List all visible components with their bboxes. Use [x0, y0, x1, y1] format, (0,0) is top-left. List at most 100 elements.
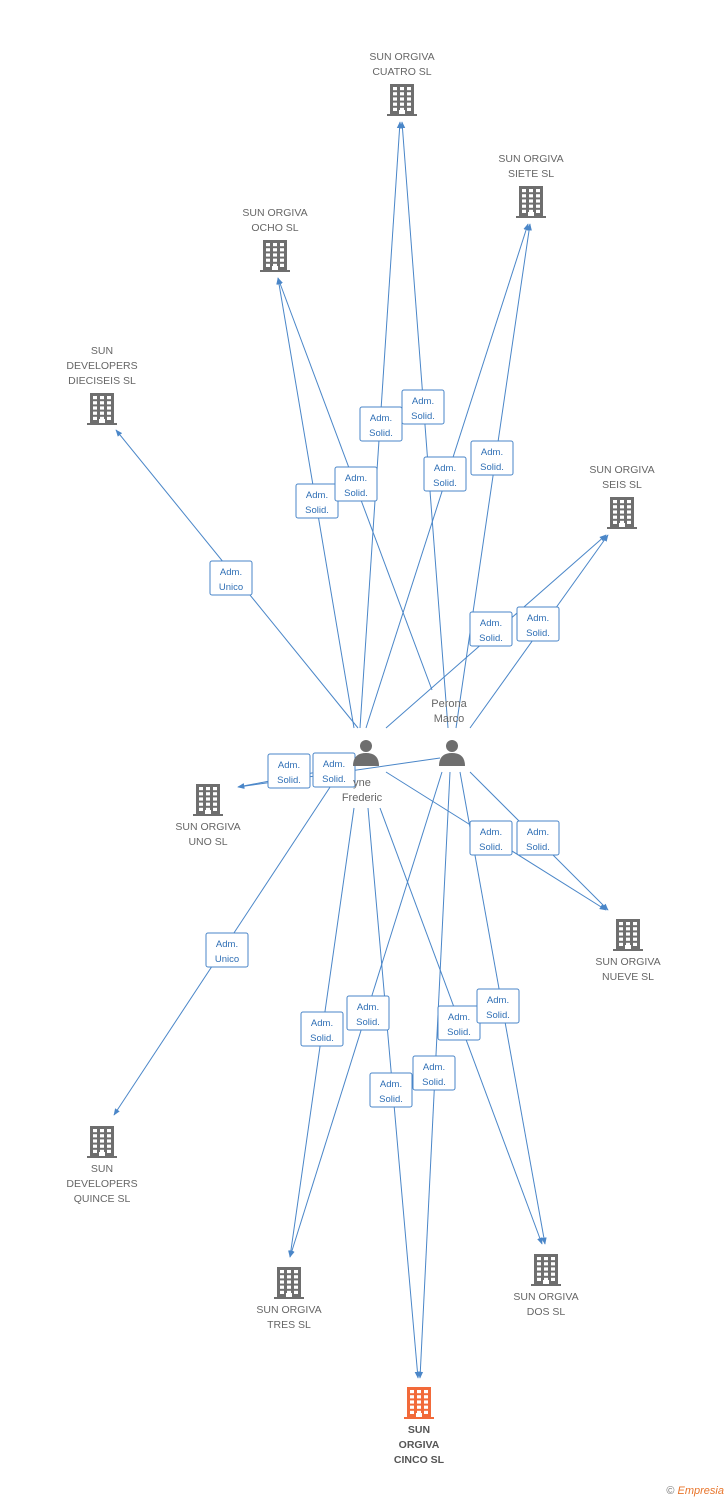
relation-label-text: Adm. [323, 759, 345, 770]
relation-label-box[interactable] [412, 1055, 456, 1091]
relation-label-text: Solid. [305, 505, 329, 516]
relation-label-text: Adm. [380, 1079, 402, 1090]
relation-label-box[interactable] [346, 995, 390, 1031]
relation-label[interactable]: Adm. Solid. [412, 1055, 456, 1091]
relation-label[interactable]: Adm. Solid. [469, 611, 513, 647]
relation-label-text: Solid. [379, 1094, 403, 1105]
person-name: yne [353, 777, 371, 789]
relation-label-box[interactable] [469, 611, 513, 647]
relation-label-text: Unico [219, 582, 243, 593]
relation-label-text: Solid. [344, 488, 368, 499]
company-name: SUN [91, 1163, 113, 1175]
relation-label-text: Solid. [322, 774, 346, 785]
relation-label-box[interactable] [267, 753, 311, 789]
relation-label-box[interactable] [516, 820, 560, 856]
company-name: QUINCE SL [74, 1193, 131, 1205]
relation-label-text: Adm. [306, 490, 328, 501]
relation-label-box[interactable] [423, 456, 467, 492]
company-name: SUN ORGIVA [498, 153, 563, 165]
company-node[interactable]: SUN ORGIVA UNO SL [175, 784, 241, 848]
relation-label[interactable]: Adm.Solid. [346, 995, 390, 1031]
company-name: SUN ORGIVA [256, 1304, 321, 1316]
company-name: SUN ORGIVA [175, 821, 240, 833]
relation-label-box[interactable] [476, 988, 520, 1024]
company-name: CUATRO SL [372, 66, 431, 78]
relation-label-text: Adm. [527, 827, 549, 838]
relation-label[interactable]: Adm. Solid. [334, 466, 378, 502]
relation-label[interactable]: Adm.Solid. [300, 1011, 344, 1047]
relation-label-box[interactable] [470, 440, 514, 476]
relation-label[interactable]: Adm. Solid. [476, 988, 520, 1024]
relation-label-box[interactable] [401, 389, 445, 425]
brand-name[interactable]: Empresia [677, 1485, 724, 1497]
relation-label[interactable]: Adm. Solid. [516, 820, 560, 856]
relation-label-text: Solid. [277, 775, 301, 786]
relation-label[interactable]: Adm.Unico [205, 932, 249, 968]
relation-label-text: Solid. [310, 1033, 334, 1044]
relation-label-text: Adm. [434, 463, 456, 474]
relation-label[interactable]: Adm.Solid. [469, 820, 513, 856]
company-name: UNO SL [188, 836, 227, 848]
relation-label[interactable]: Adm. Solid. [369, 1072, 413, 1108]
relation-label-text: Adm. [480, 618, 502, 629]
relation-label-text: Solid. [479, 633, 503, 644]
relation-label[interactable]: Adm.Solid. [423, 456, 467, 492]
relation-label[interactable]: Adm.Unico [209, 560, 253, 596]
relation-label-box[interactable] [205, 932, 249, 968]
building-icon [607, 497, 637, 529]
company-node[interactable]: SUN ORGIVA SIETE SL [498, 153, 564, 218]
company-node[interactable]: SUN ORGIVA CUATRO SL [369, 51, 435, 116]
relation-label[interactable]: Adm. Solid. [401, 389, 445, 425]
relation-label[interactable]: Adm.Solid. [470, 440, 514, 476]
company-name: SUN [408, 1424, 430, 1436]
relation-label-text: Solid. [411, 411, 435, 422]
relation-label[interactable]: Adm.Solid. [359, 406, 403, 442]
relation-label-box[interactable] [469, 820, 513, 856]
relation-label-text: Adm. [370, 413, 392, 424]
relation-label-box[interactable] [300, 1011, 344, 1047]
relation-label[interactable]: Adm. Solid. [312, 752, 356, 788]
relation-label[interactable]: Adm. Solid. [295, 483, 339, 519]
relation-label-text: Adm. [487, 995, 509, 1006]
relation-label-box[interactable] [369, 1072, 413, 1108]
relation-label-box[interactable] [334, 466, 378, 502]
relation-label-text: Unico [215, 954, 239, 965]
relation-label-text: Solid. [526, 842, 550, 853]
relation-label-text: Solid. [486, 1010, 510, 1021]
company-name: SUN ORGIVA [242, 207, 307, 219]
company-name: SUN ORGIVA [369, 51, 434, 63]
edge-labels-layer: Adm.UnicoAdm.Solid.Adm.Solid.Adm.Solid.A… [205, 389, 560, 1108]
relation-label-text: Solid. [480, 462, 504, 473]
relation-label[interactable]: Adm. Solid. [437, 1005, 481, 1041]
relation-label-text: Adm. [448, 1012, 470, 1023]
relation-label-text: Solid. [479, 842, 503, 853]
relation-label-text: Adm. [278, 760, 300, 771]
relation-label-box[interactable] [359, 406, 403, 442]
relation-label-box[interactable] [516, 606, 560, 642]
relation-label[interactable]: Adm.Solid. [516, 606, 560, 642]
relation-label-box[interactable] [209, 560, 253, 596]
company-name: DIECISEIS SL [68, 375, 136, 387]
building-icon [613, 919, 643, 951]
relation-edge [399, 121, 449, 729]
relation-label-text: Solid. [422, 1077, 446, 1088]
relation-label-text: Solid. [526, 628, 550, 639]
company-name: SIETE SL [508, 168, 554, 180]
relation-label-text: Adm. [412, 396, 434, 407]
relation-label-text: Solid. [447, 1027, 471, 1038]
relation-label-text: Adm. [423, 1062, 445, 1073]
relation-label-box[interactable] [312, 752, 356, 788]
relation-label-text: Adm. [345, 473, 367, 484]
relation-label[interactable]: Adm. Solid. [267, 753, 311, 789]
